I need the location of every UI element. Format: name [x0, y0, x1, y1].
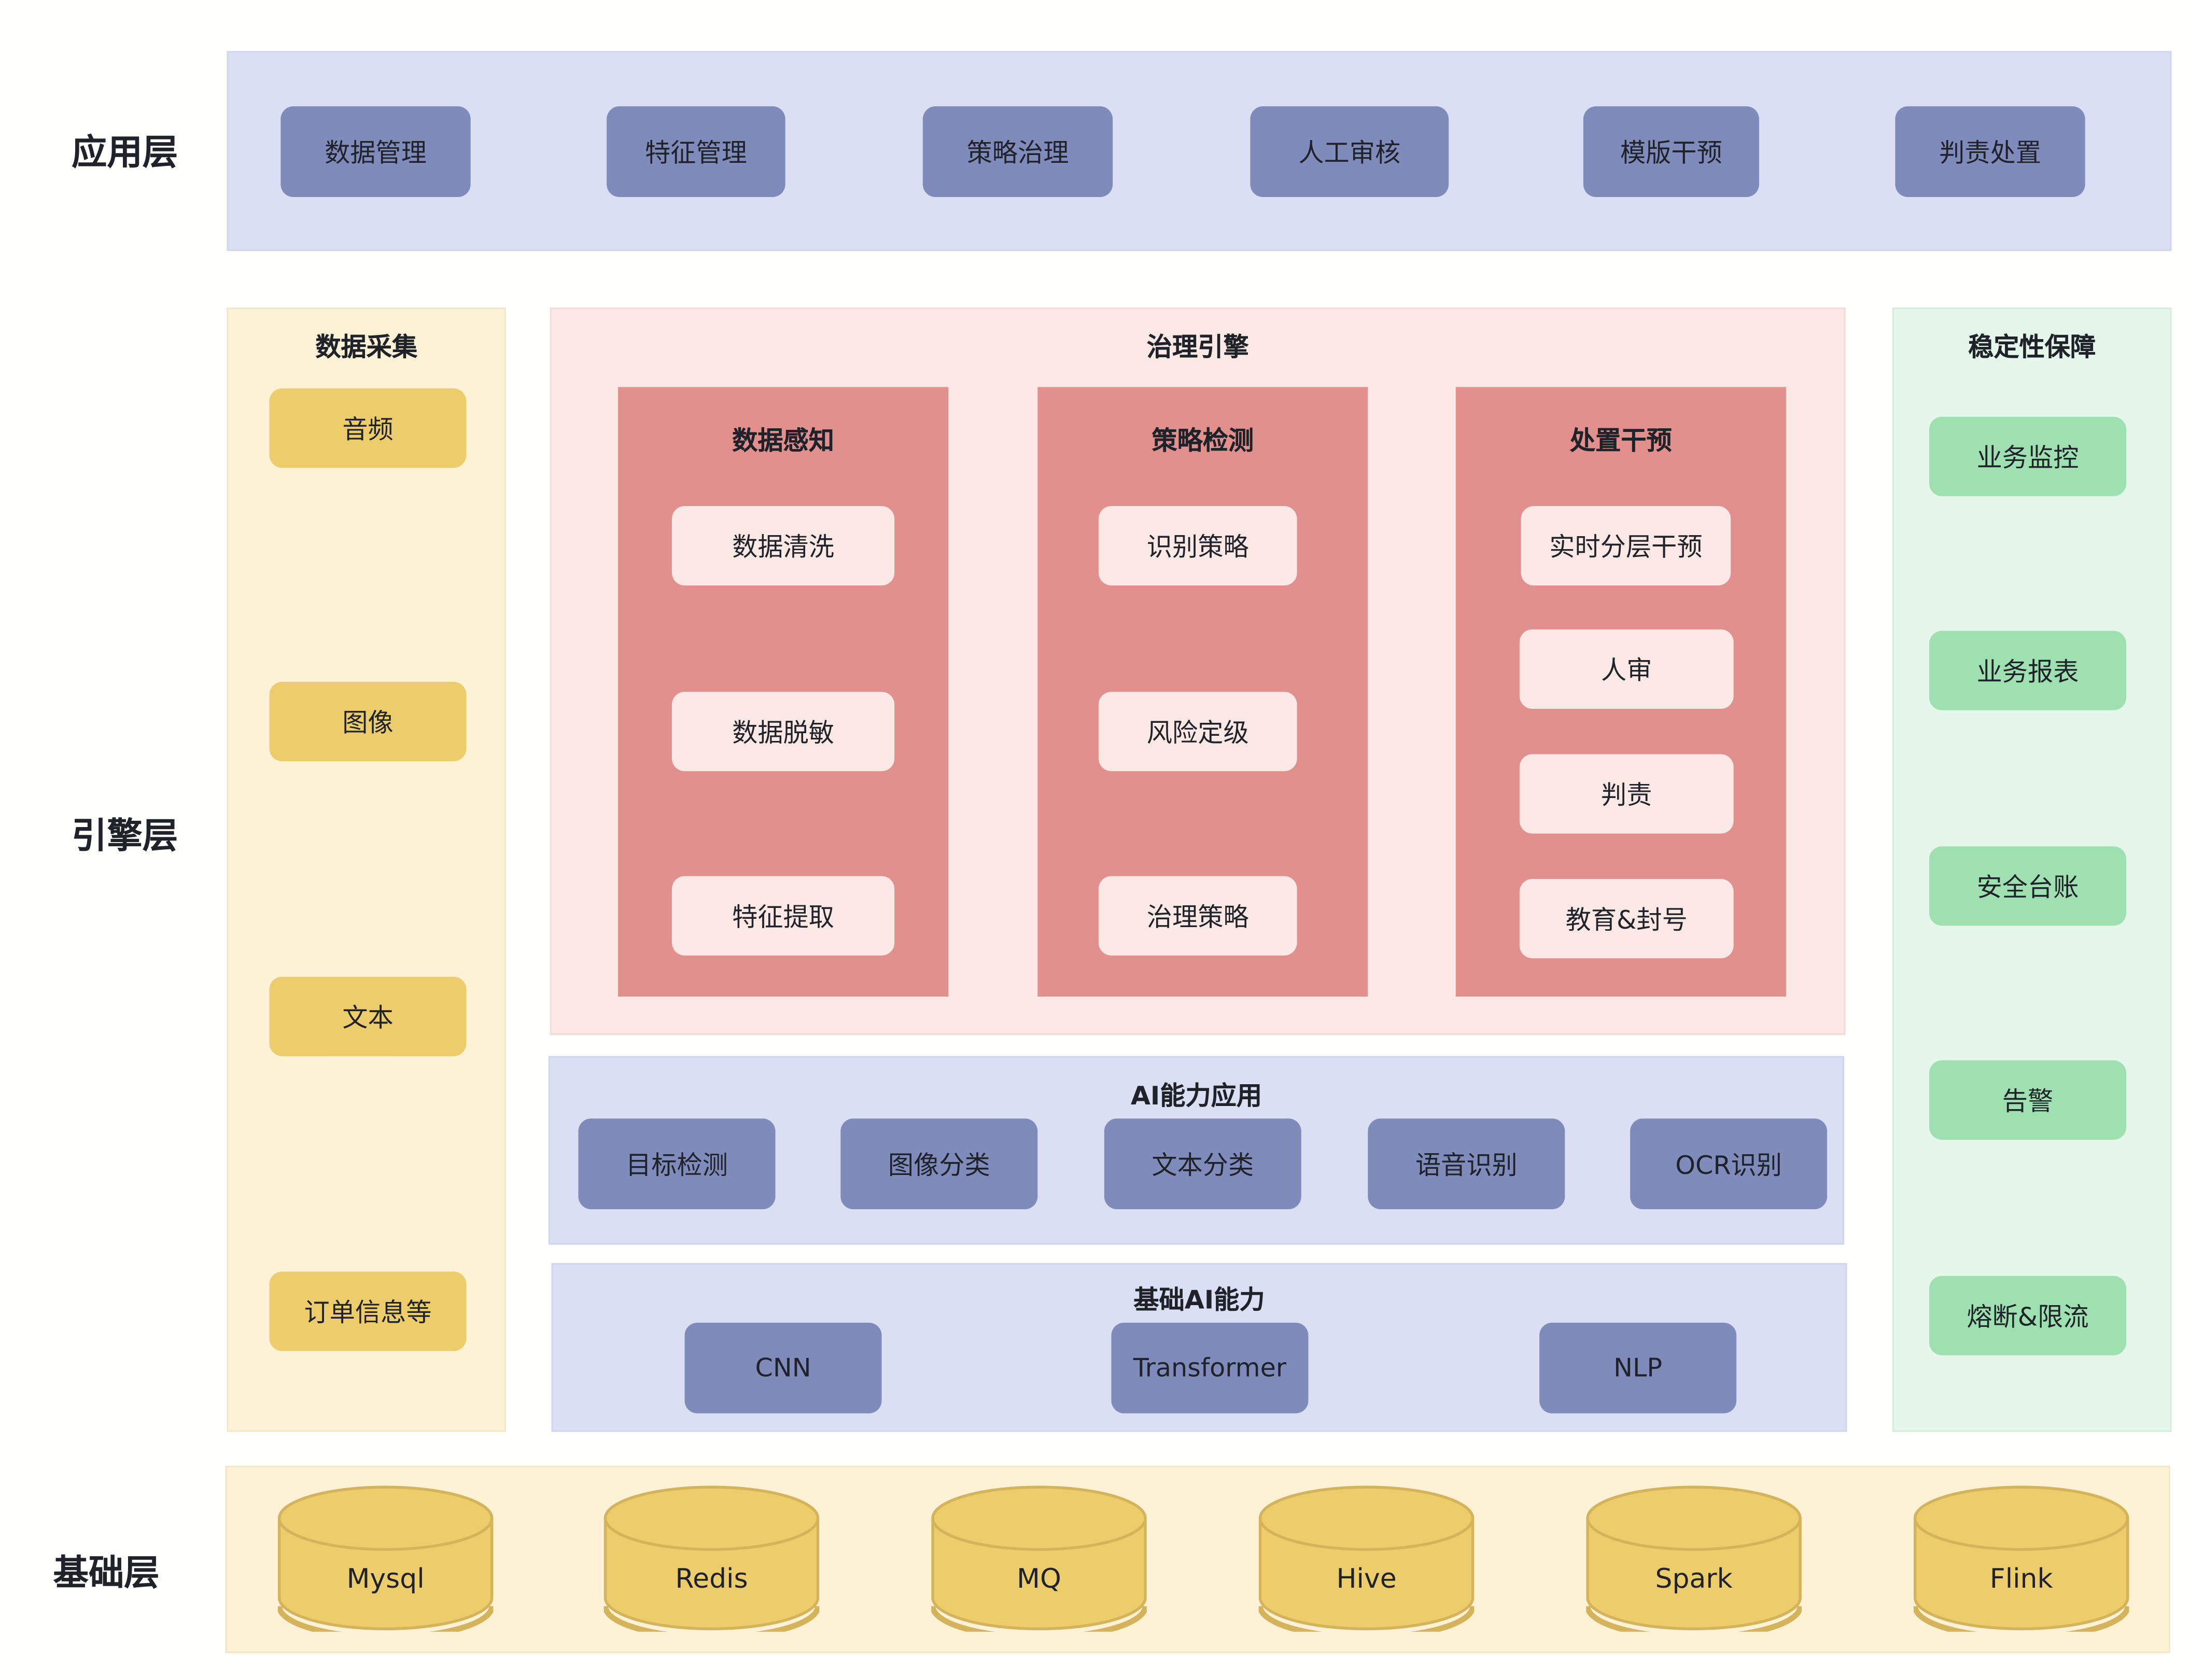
engine-column-disposal-intervention: 处置干预 实时分层干预 人审 判责 教育&封号 — [1455, 387, 1786, 997]
storage-label: Spark — [1655, 1563, 1733, 1595]
data-collection-panel: 数据采集 音频 图像 文本 订单信息等 — [227, 307, 507, 1432]
stability-title: 稳定性保障 — [1968, 333, 2096, 363]
governance-engine-panel: 治理引擎 数据感知 数据清洗 数据脱敏 特征提取 策略检测 识别策略 风险定级 … — [550, 307, 1846, 1035]
stability-item-business-report[interactable]: 业务报表 — [1929, 631, 2126, 710]
ai-app-item-object-detection[interactable]: 目标检测 — [578, 1118, 776, 1210]
application-layer-panel: 数据管理 特征管理 策略治理 人工审核 模版干预 判责处置 — [227, 51, 2172, 251]
ai-app-item-text-classification[interactable]: 文本分类 — [1104, 1118, 1301, 1210]
storage-label: Flink — [1989, 1563, 2053, 1595]
engine-item-education-ban[interactable]: 教育&封号 — [1519, 879, 1734, 959]
engine-column-data-perception: 数据感知 数据清洗 数据脱敏 特征提取 — [618, 387, 949, 997]
data-collection-title: 数据采集 — [315, 333, 418, 363]
database-cylinder-icon — [1258, 1486, 1475, 1632]
app-item-strategy-governance[interactable]: 策略治理 — [922, 106, 1113, 198]
app-item-manual-review[interactable]: 人工审核 — [1250, 106, 1449, 198]
stability-item-business-monitoring[interactable]: 业务监控 — [1929, 416, 2126, 496]
base-ai-item-nlp[interactable]: NLP — [1539, 1322, 1737, 1413]
engine-item-risk-grading[interactable]: 风险定级 — [1098, 692, 1297, 772]
engine-item-human-review[interactable]: 人审 — [1519, 629, 1734, 709]
data-collection-item-order-info[interactable]: 订单信息等 — [269, 1271, 467, 1351]
stability-panel: 稳定性保障 业务监控 业务报表 安全台账 告警 熔断&限流 — [1892, 307, 2172, 1432]
ai-app-item-speech-recognition[interactable]: 语音识别 — [1368, 1118, 1565, 1210]
data-collection-item-image[interactable]: 图像 — [269, 682, 467, 762]
foundation-layer-panel: Mysql Redis MQ Hive Spark Flink — [225, 1465, 2170, 1653]
ai-app-item-ocr[interactable]: OCR识别 — [1630, 1118, 1828, 1210]
layer-label-application: 应用层 — [72, 132, 178, 173]
data-collection-item-text[interactable]: 文本 — [269, 976, 467, 1056]
database-cylinder-icon — [1586, 1486, 1802, 1632]
engine-item-liability[interactable]: 判责 — [1519, 754, 1734, 834]
engine-column-title: 处置干预 — [1569, 426, 1672, 457]
stability-item-circuit-breaker-rate-limit[interactable]: 熔断&限流 — [1929, 1276, 2126, 1355]
engine-item-feature-extraction[interactable]: 特征提取 — [671, 876, 895, 956]
storage-label: Mysql — [346, 1563, 425, 1595]
app-item-feature-management[interactable]: 特征管理 — [607, 106, 785, 198]
layer-label-foundation: 基础层 — [53, 1552, 160, 1594]
app-item-liability-disposal[interactable]: 判责处置 — [1895, 106, 2085, 198]
base-ai-item-transformer[interactable]: Transformer — [1111, 1322, 1309, 1413]
engine-item-data-masking[interactable]: 数据脱敏 — [671, 692, 895, 772]
ai-application-panel: AI能力应用 目标检测 图像分类 文本分类 语音识别 OCR识别 — [549, 1056, 1844, 1245]
storage-flink[interactable]: Flink — [1913, 1484, 2129, 1632]
base-ai-item-cnn[interactable]: CNN — [684, 1322, 882, 1413]
engine-item-recognition-strategy[interactable]: 识别策略 — [1098, 506, 1297, 586]
engine-column-title: 数据感知 — [732, 426, 834, 457]
storage-hive[interactable]: Hive — [1258, 1484, 1475, 1632]
engine-item-governance-strategy[interactable]: 治理策略 — [1098, 876, 1297, 956]
engine-column-strategy-detection: 策略检测 识别策略 风险定级 治理策略 — [1037, 387, 1368, 997]
storage-label: Hive — [1336, 1563, 1397, 1595]
engine-item-realtime-tiered-intervention[interactable]: 实时分层干预 — [1521, 506, 1731, 586]
app-item-template-intervention[interactable]: 模版干预 — [1583, 106, 1759, 198]
ai-application-title: AI能力应用 — [1130, 1082, 1262, 1112]
data-collection-item-audio[interactable]: 音频 — [269, 388, 467, 468]
base-ai-title: 基础AI能力 — [1133, 1285, 1265, 1316]
database-cylinder-icon — [931, 1486, 1147, 1632]
storage-label: Redis — [675, 1563, 748, 1595]
engine-item-data-cleaning[interactable]: 数据清洗 — [671, 506, 895, 586]
storage-redis[interactable]: Redis — [603, 1484, 820, 1632]
storage-mq[interactable]: MQ — [931, 1484, 1147, 1632]
database-cylinder-icon — [603, 1486, 820, 1632]
storage-mysql[interactable]: Mysql — [277, 1484, 494, 1632]
stability-item-security-ledger[interactable]: 安全台账 — [1929, 846, 2126, 926]
app-item-data-management[interactable]: 数据管理 — [280, 106, 471, 198]
layer-label-engine: 引擎层 — [72, 815, 178, 857]
governance-engine-title: 治理引擎 — [1146, 333, 1249, 363]
base-ai-panel: 基础AI能力 CNN Transformer NLP — [551, 1263, 1847, 1432]
database-cylinder-icon — [1913, 1486, 2129, 1632]
database-cylinder-icon — [277, 1486, 494, 1632]
storage-spark[interactable]: Spark — [1586, 1484, 1802, 1632]
stability-item-alert[interactable]: 告警 — [1929, 1060, 2126, 1140]
engine-column-title: 策略检测 — [1152, 426, 1254, 457]
ai-app-item-image-classification[interactable]: 图像分类 — [840, 1118, 1038, 1210]
storage-label: MQ — [1017, 1563, 1061, 1595]
